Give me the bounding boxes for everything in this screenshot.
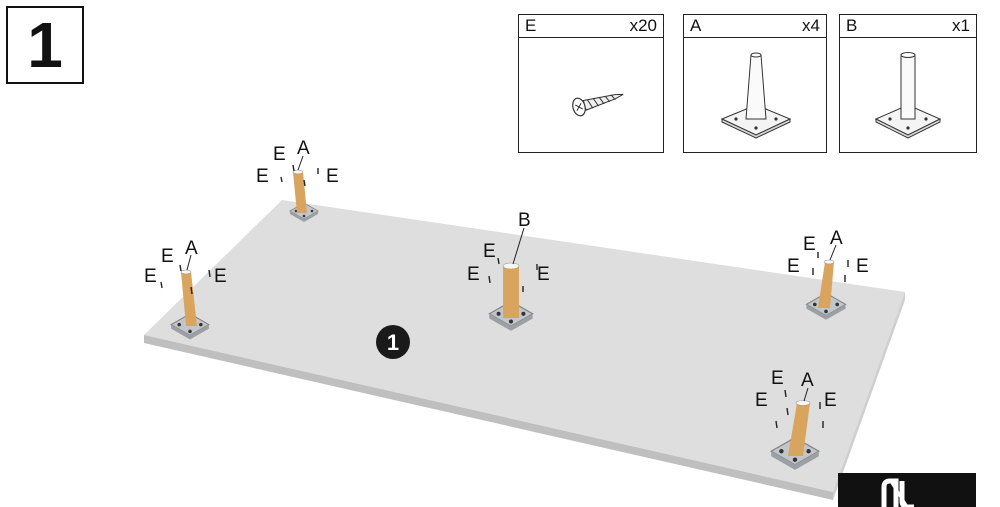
brand-logo-icon xyxy=(881,478,914,507)
leg-a-front-left xyxy=(170,269,210,341)
leg-b-center xyxy=(488,262,534,332)
part-header: A x4 xyxy=(684,15,826,38)
part-quantity: x20 xyxy=(629,16,657,35)
label-e: E xyxy=(803,234,816,255)
screw-marks xyxy=(160,164,849,429)
label-e: E xyxy=(144,266,157,287)
label-e: E xyxy=(771,368,784,389)
label-e: E xyxy=(483,241,496,262)
label-e: E xyxy=(161,246,174,267)
step-number-box: 1 xyxy=(6,6,84,84)
label-a: A xyxy=(297,138,310,159)
label-e: E xyxy=(856,256,869,277)
part-letter: B xyxy=(846,16,858,35)
tabletop-board xyxy=(144,200,905,500)
label-e: E xyxy=(537,264,550,285)
part-letter: A xyxy=(690,16,702,35)
screw-icon xyxy=(572,93,624,117)
label-e: E xyxy=(467,264,480,285)
step-callout-badge: 1 xyxy=(376,325,410,359)
part-letter: E xyxy=(525,16,537,35)
straight-leg-icon xyxy=(874,52,942,139)
label-e: E xyxy=(787,256,800,277)
part-quantity: x1 xyxy=(952,16,970,35)
part-header: E x20 xyxy=(519,15,663,38)
label-a: A xyxy=(830,228,843,249)
label-e: E xyxy=(326,166,339,187)
label-e: E xyxy=(256,166,269,187)
label-b: B xyxy=(518,210,531,231)
leg-a-back-right xyxy=(805,259,847,321)
label-e: E xyxy=(824,390,837,411)
step-number: 1 xyxy=(27,9,63,81)
part-card-a: A x4 xyxy=(683,14,827,153)
label-e: E xyxy=(273,144,286,165)
leader-lines xyxy=(186,155,837,402)
leg-a-back-left xyxy=(289,169,319,223)
brand-logo-block xyxy=(838,473,976,507)
callout-number: 1 xyxy=(387,330,399,355)
part-header: B x1 xyxy=(840,15,976,38)
part-card-e: E x20 xyxy=(518,14,664,153)
label-e: E xyxy=(214,266,227,287)
part-card-b: B x1 xyxy=(839,14,977,153)
tapered-leg-icon xyxy=(720,52,792,139)
part-quantity: x4 xyxy=(802,16,820,35)
leg-a-front-right xyxy=(770,400,820,471)
label-a: A xyxy=(801,370,814,391)
label-a: A xyxy=(185,238,198,259)
label-e: E xyxy=(755,390,768,411)
